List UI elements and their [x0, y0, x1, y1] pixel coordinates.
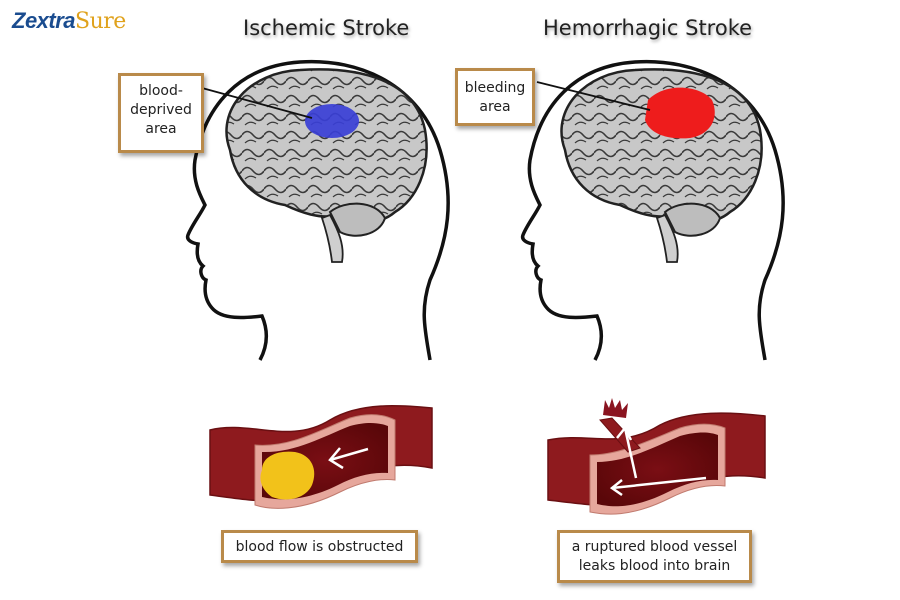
ischemic-brainstem	[320, 213, 344, 263]
ischemic-cerebellum	[328, 202, 387, 237]
hemorrhagic-vessel	[547, 398, 766, 515]
clot	[260, 451, 315, 500]
caption-text: blood flow is obstructed	[235, 539, 404, 555]
label-line-3: area	[145, 121, 177, 137]
hemorrhagic-head	[520, 59, 785, 361]
blood-splatter	[603, 398, 628, 418]
blood-flow-obstructed-caption: blood flow is obstructed	[221, 530, 418, 563]
hemorrhagic-brainstem	[655, 213, 679, 263]
label-line-1: bleeding	[464, 80, 526, 96]
caption-line-1: a ruptured blood vessel	[571, 539, 738, 555]
hemorrhagic-pointer-line	[536, 81, 651, 111]
hemorrhagic-cerebellum	[663, 202, 722, 237]
label-line-2: deprived	[130, 102, 192, 118]
ischemic-title: Ischemic Stroke	[243, 16, 410, 40]
blood-deprived-area-label: blood- deprived area	[118, 73, 204, 153]
hemorrhagic-bleeding-spot	[645, 87, 715, 139]
caption-line-2: leaks blood into brain	[578, 558, 731, 574]
logo-part-1: Zextra	[12, 8, 76, 33]
bleeding-area-label: bleeding area	[455, 68, 535, 126]
ischemic-blood-deprived-spot	[305, 104, 359, 138]
zextra-sure-logo: ZextraSure	[12, 8, 126, 34]
logo-part-2: Sure	[75, 9, 126, 34]
flow-arrow-left	[328, 447, 369, 470]
ischemic-pointer-line	[201, 87, 313, 119]
ruptured-vessel-caption: a ruptured blood vessel leaks blood into…	[557, 530, 752, 583]
ischemic-head	[185, 59, 450, 361]
hemorrhagic-title: Hemorrhagic Stroke	[543, 16, 753, 40]
label-line-1: blood-	[139, 83, 183, 99]
label-line-2: area	[479, 99, 511, 115]
flow-arrows-right	[609, 425, 707, 497]
ischemic-vessel	[209, 404, 433, 509]
